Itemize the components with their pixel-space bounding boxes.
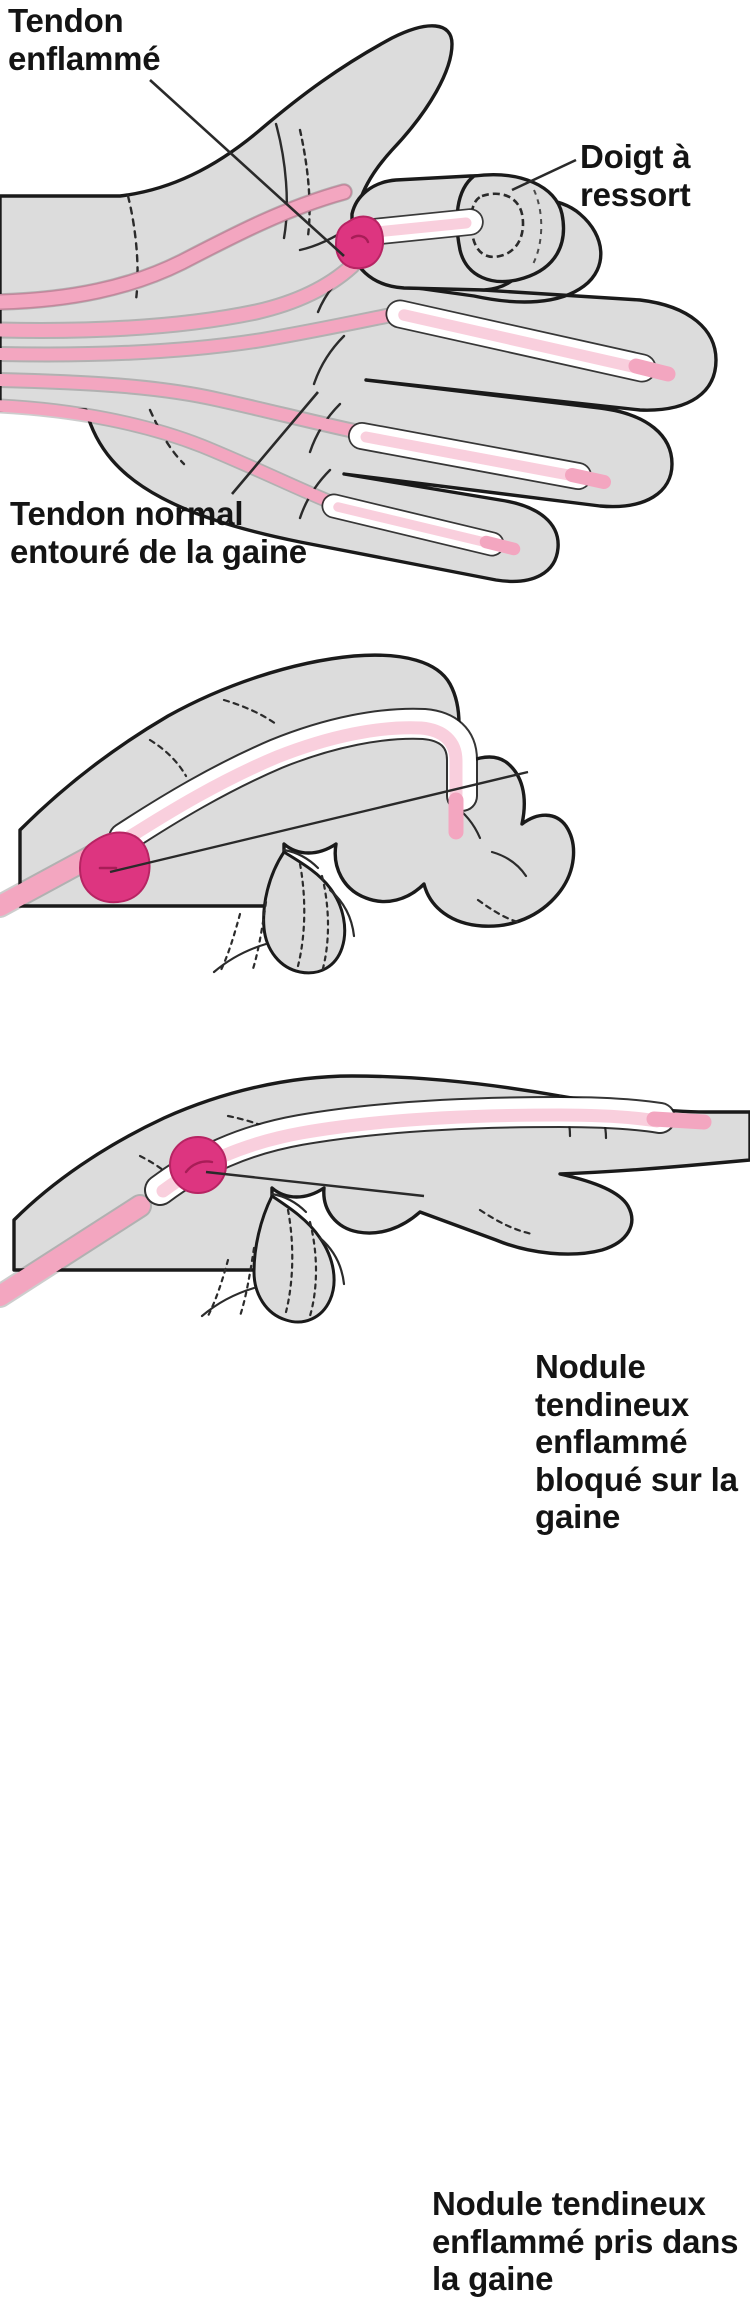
finger-creases bbox=[148, 698, 528, 924]
leader-nodule-pris bbox=[205, 1170, 425, 1198]
sheath-flexed-finger bbox=[108, 707, 478, 854]
palm-shading bbox=[212, 848, 356, 974]
panel-dorsal-hand: Tendon enflammé Doigt à ressort Tendon n… bbox=[0, 0, 750, 600]
palm-shading-extended bbox=[200, 1192, 346, 1318]
leader-tendon-enflamme bbox=[149, 79, 345, 257]
sheath-little bbox=[321, 493, 521, 557]
tendon-distal-tip bbox=[646, 1111, 712, 1130]
label-tendon-enflamme: Tendon enflammé bbox=[8, 2, 161, 77]
panel-1-artwork bbox=[0, 24, 718, 583]
label-tendon-normal: Tendon normal entouré de la gaine bbox=[10, 495, 307, 570]
panel-nodule-inside: Nodule tendineux enflammé pris dans la g… bbox=[0, 1000, 750, 2297]
little-fingertip-tendon bbox=[479, 535, 521, 556]
label-nodule-bloque: Nodule tendineux enflammé bloqué sur la … bbox=[535, 1348, 738, 1536]
tendon-little-fill bbox=[0, 400, 346, 512]
middle-fingertip-tendon bbox=[628, 358, 676, 382]
tendon-ring-fill bbox=[0, 374, 374, 440]
tendon-proximal-extended-fill bbox=[0, 1196, 150, 1306]
leader-doigt-a-ressort bbox=[511, 158, 577, 192]
sheath-ring bbox=[348, 422, 611, 490]
leader-nodule-bloque bbox=[109, 770, 529, 874]
label-doigt-a-ressort: Doigt à ressort bbox=[580, 138, 691, 213]
fingertip-crease bbox=[531, 189, 543, 267]
nodule-inside-highlight bbox=[184, 1160, 214, 1174]
leader-tendon-normal bbox=[231, 391, 319, 495]
sheath-extended-finger bbox=[144, 1096, 676, 1206]
tendon-to-nodule-fill bbox=[0, 259, 359, 337]
label-nodule-pris: Nodule tendineux enflammé pris dans la g… bbox=[432, 2185, 739, 2298]
ring-fingertip-tendon bbox=[565, 468, 611, 489]
panel-2-artwork bbox=[0, 653, 576, 975]
tendon-middle-fill bbox=[0, 306, 412, 361]
tendon-nodule-inflamed bbox=[334, 215, 384, 270]
nodule-highlight bbox=[350, 234, 370, 244]
sheath-middle bbox=[385, 299, 676, 383]
thumb-mass-extended bbox=[252, 1193, 336, 1324]
tendon-nodule-inside-sheath bbox=[169, 1136, 227, 1194]
panel-nodule-blocked: Nodule tendineux enflammé bloqué sur la … bbox=[0, 600, 750, 1535]
panel-3-artwork bbox=[0, 1074, 750, 1324]
sheath-index bbox=[358, 208, 484, 246]
